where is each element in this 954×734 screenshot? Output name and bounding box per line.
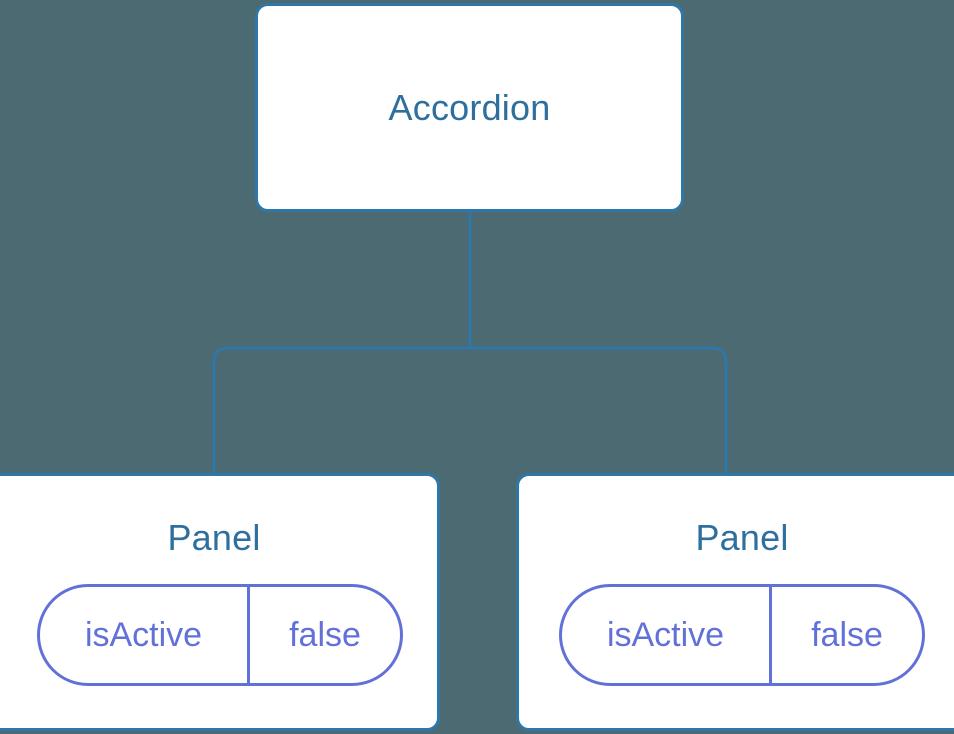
- node-panel-right-label: Panel: [695, 517, 789, 558]
- node-panel-left-label: Panel: [167, 517, 261, 558]
- edge-to-panel-left: [212, 346, 470, 476]
- prop-key-label: isActive: [562, 587, 773, 683]
- prop-key-label: isActive: [40, 587, 251, 683]
- prop-pill-is-active-right[interactable]: isActive false: [559, 584, 925, 686]
- node-accordion-label: Accordion: [388, 86, 551, 128]
- prop-value-label: false: [289, 616, 361, 654]
- edge-to-panel-right: [470, 346, 728, 476]
- prop-pill-is-active-left[interactable]: isActive false: [37, 584, 403, 686]
- node-accordion[interactable]: Accordion: [255, 3, 684, 212]
- prop-value-label: false: [811, 616, 883, 654]
- node-panel-left[interactable]: Panel isActive false: [0, 473, 440, 731]
- node-panel-right[interactable]: Panel isActive false: [516, 473, 954, 731]
